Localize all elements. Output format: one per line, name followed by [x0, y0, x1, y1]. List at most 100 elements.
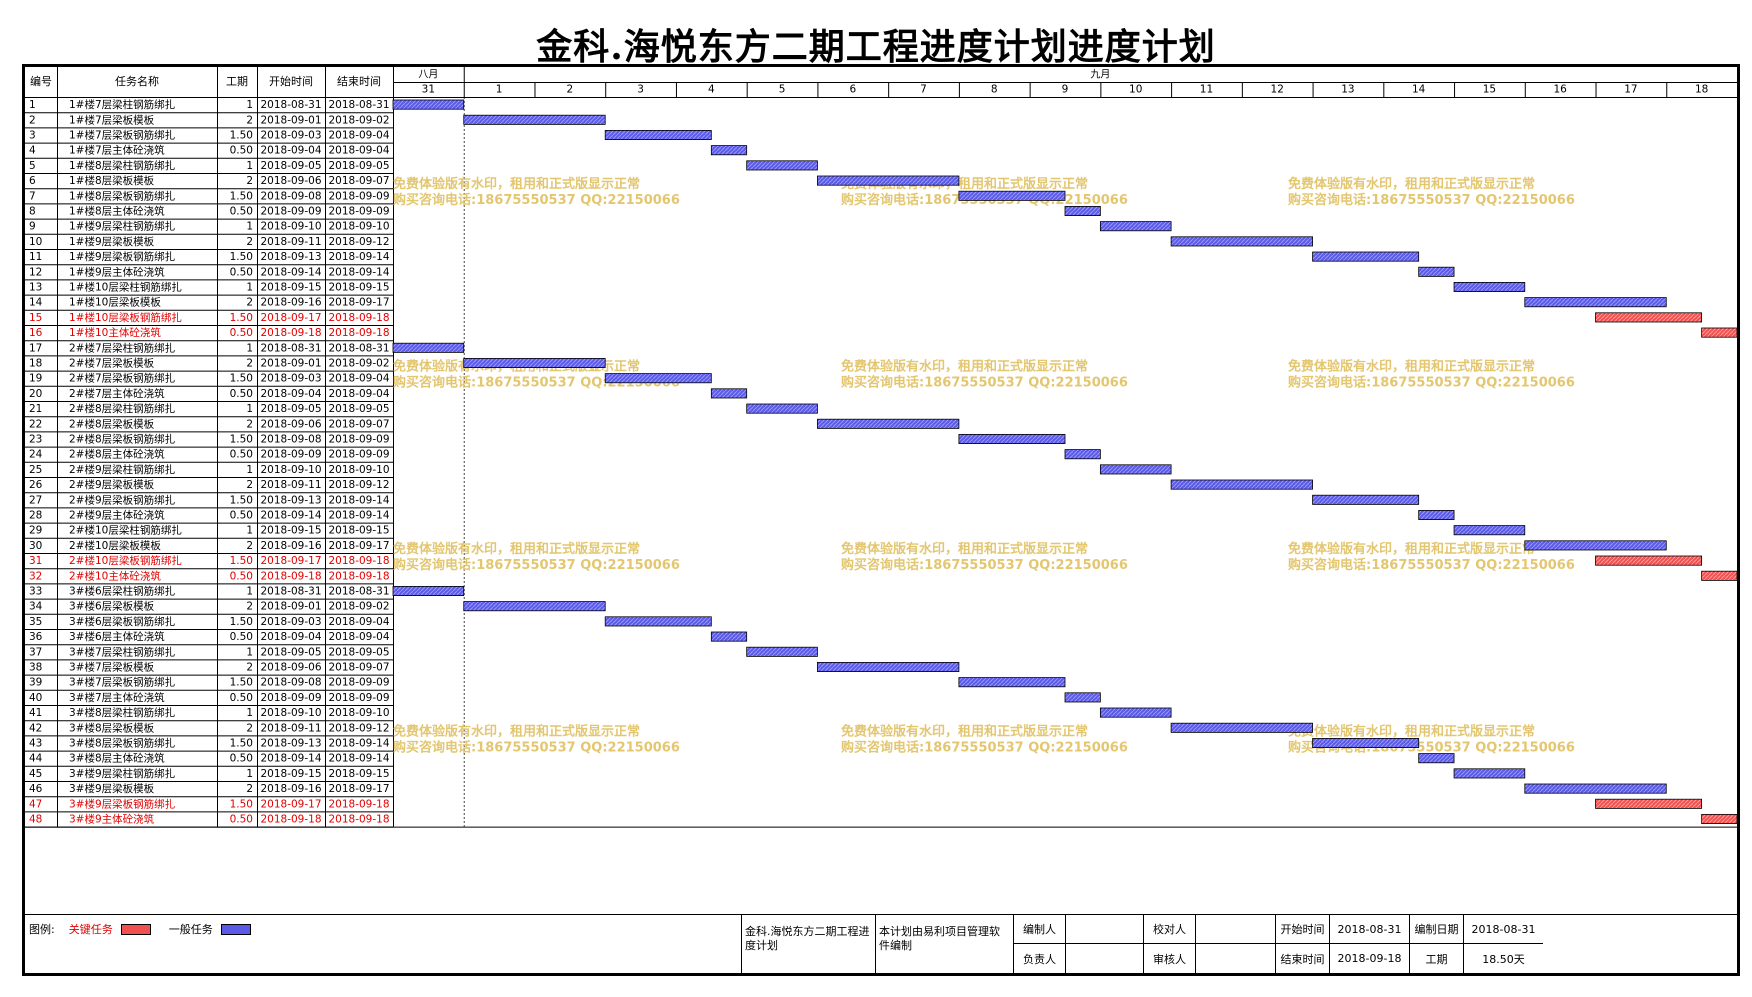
task-bar — [1524, 297, 1667, 308]
task-duration: 1.50 — [230, 373, 253, 385]
task-id: 12 — [29, 266, 42, 278]
task-id: 2 — [29, 114, 36, 126]
task-start: 2018-09-11 — [260, 722, 321, 734]
task-duration: 2 — [246, 540, 253, 552]
task-id: 48 — [29, 814, 42, 826]
day-label: 13 — [1341, 84, 1354, 96]
manager-label: 负责人 — [1013, 944, 1065, 973]
task-duration: 2 — [246, 783, 253, 795]
manager-value — [1065, 944, 1143, 973]
task-duration: 1 — [246, 646, 253, 658]
task-end: 2018-09-02 — [328, 114, 389, 126]
task-id: 20 — [29, 388, 42, 400]
task-start: 2018-09-11 — [260, 236, 321, 248]
task-id: 27 — [29, 494, 42, 506]
task-duration: 1 — [246, 768, 253, 780]
task-end: 2018-09-18 — [328, 327, 389, 339]
task-name: 3#楼6层梁板模板 — [69, 600, 155, 613]
task-id: 21 — [29, 403, 42, 415]
start-label: 开始时间 — [1275, 915, 1329, 944]
task-duration: 1 — [246, 282, 253, 294]
task-bar — [392, 586, 465, 597]
task-duration: 1 — [246, 707, 253, 719]
critical-task-bar — [1595, 798, 1703, 809]
task-id: 38 — [29, 662, 42, 674]
day-label: 12 — [1271, 84, 1284, 96]
task-start: 2018-09-06 — [260, 175, 321, 187]
task-name: 1#楼8层主体砼浇筑 — [69, 205, 165, 218]
task-start: 2018-09-16 — [260, 783, 321, 795]
checker-label: 校对人 — [1143, 915, 1195, 944]
task-id: 15 — [29, 312, 42, 324]
task-id: 37 — [29, 646, 42, 658]
watermark-line1: 免费体验版有水印，租用和正式版显示正常 — [1288, 723, 1535, 739]
header-end: 结束时间 — [337, 75, 381, 88]
day-label: 7 — [920, 84, 927, 96]
task-start: 2018-09-16 — [260, 297, 321, 309]
duration-value: 18.50天 — [1463, 944, 1543, 973]
task-end: 2018-09-09 — [328, 692, 389, 704]
legend: 图例: 关键任务 一般任务 — [29, 921, 251, 937]
task-duration: 1.50 — [230, 434, 253, 446]
task-start: 2018-09-08 — [260, 190, 321, 202]
task-id: 1 — [29, 99, 36, 111]
task-duration: 2 — [246, 114, 253, 126]
task-id: 45 — [29, 768, 42, 780]
end-value: 2018-09-18 — [1329, 944, 1409, 973]
task-duration: 0.50 — [230, 327, 253, 339]
task-id: 23 — [29, 434, 42, 446]
task-start: 2018-09-01 — [260, 114, 321, 126]
task-end: 2018-09-05 — [328, 160, 389, 172]
task-id: 5 — [29, 160, 36, 172]
task-bar — [1312, 738, 1420, 749]
task-bar — [958, 190, 1066, 201]
task-id: 14 — [29, 297, 43, 309]
task-duration: 1.50 — [230, 738, 253, 750]
task-bar — [1453, 525, 1526, 536]
task-name: 3#楼9层梁板钢筋绑扎 — [69, 797, 176, 810]
task-end: 2018-09-04 — [328, 631, 389, 643]
watermark-line1: 免费体验版有水印，租用和正式版显示正常 — [841, 723, 1088, 739]
task-start: 2018-09-05 — [260, 160, 321, 172]
task-end: 2018-09-15 — [328, 768, 389, 780]
task-end: 2018-09-04 — [328, 373, 389, 385]
task-start: 2018-09-15 — [260, 282, 321, 294]
watermark-line1: 免费体验版有水印，租用和正式版显示正常 — [393, 176, 640, 192]
task-start: 2018-09-17 — [260, 555, 321, 567]
task-start: 2018-09-03 — [260, 130, 321, 142]
task-end: 2018-09-04 — [328, 388, 389, 400]
task-id: 43 — [29, 738, 42, 750]
task-start: 2018-09-06 — [260, 418, 321, 430]
task-bar — [817, 175, 960, 186]
task-id: 28 — [29, 510, 42, 522]
task-start: 2018-09-09 — [260, 692, 321, 704]
task-end: 2018-09-09 — [328, 206, 389, 218]
watermark-line1: 免费体验版有水印，租用和正式版显示正常 — [841, 541, 1088, 557]
task-name: 3#楼8层梁柱钢筋绑扎 — [69, 706, 176, 719]
task-bar — [1524, 540, 1667, 551]
task-start: 2018-09-01 — [260, 358, 321, 370]
task-id: 25 — [29, 464, 42, 476]
task-duration: 2 — [246, 236, 253, 248]
page-title: 金科.海悦东方二期工程进度计划进度计划 — [536, 26, 1216, 68]
task-name: 3#楼9层梁板模板 — [69, 782, 155, 795]
task-bar — [1418, 266, 1455, 277]
task-end: 2018-09-09 — [328, 677, 389, 689]
task-name: 2#楼8层梁板钢筋绑扎 — [69, 433, 176, 446]
task-duration: 0.50 — [230, 449, 253, 461]
task-duration: 1.50 — [230, 616, 253, 628]
task-name: 3#楼8层主体砼浇筑 — [69, 752, 165, 765]
task-start: 2018-09-10 — [260, 464, 321, 476]
day-label: 31 — [422, 84, 435, 96]
task-duration: 2 — [246, 479, 253, 491]
gantt-frame: 免费体验版有水印，租用和正式版显示正常购买咨询电话:18675550537 QQ… — [22, 64, 1740, 976]
day-label: 5 — [779, 84, 786, 96]
task-start: 2018-09-16 — [260, 540, 321, 552]
task-start: 2018-09-04 — [260, 388, 321, 400]
task-duration: 2 — [246, 175, 253, 187]
task-duration: 2 — [246, 358, 253, 370]
task-name: 2#楼9层梁柱钢筋绑扎 — [69, 463, 176, 476]
task-name: 2#楼7层梁板模板 — [69, 357, 155, 370]
task-duration: 1.50 — [230, 130, 253, 142]
